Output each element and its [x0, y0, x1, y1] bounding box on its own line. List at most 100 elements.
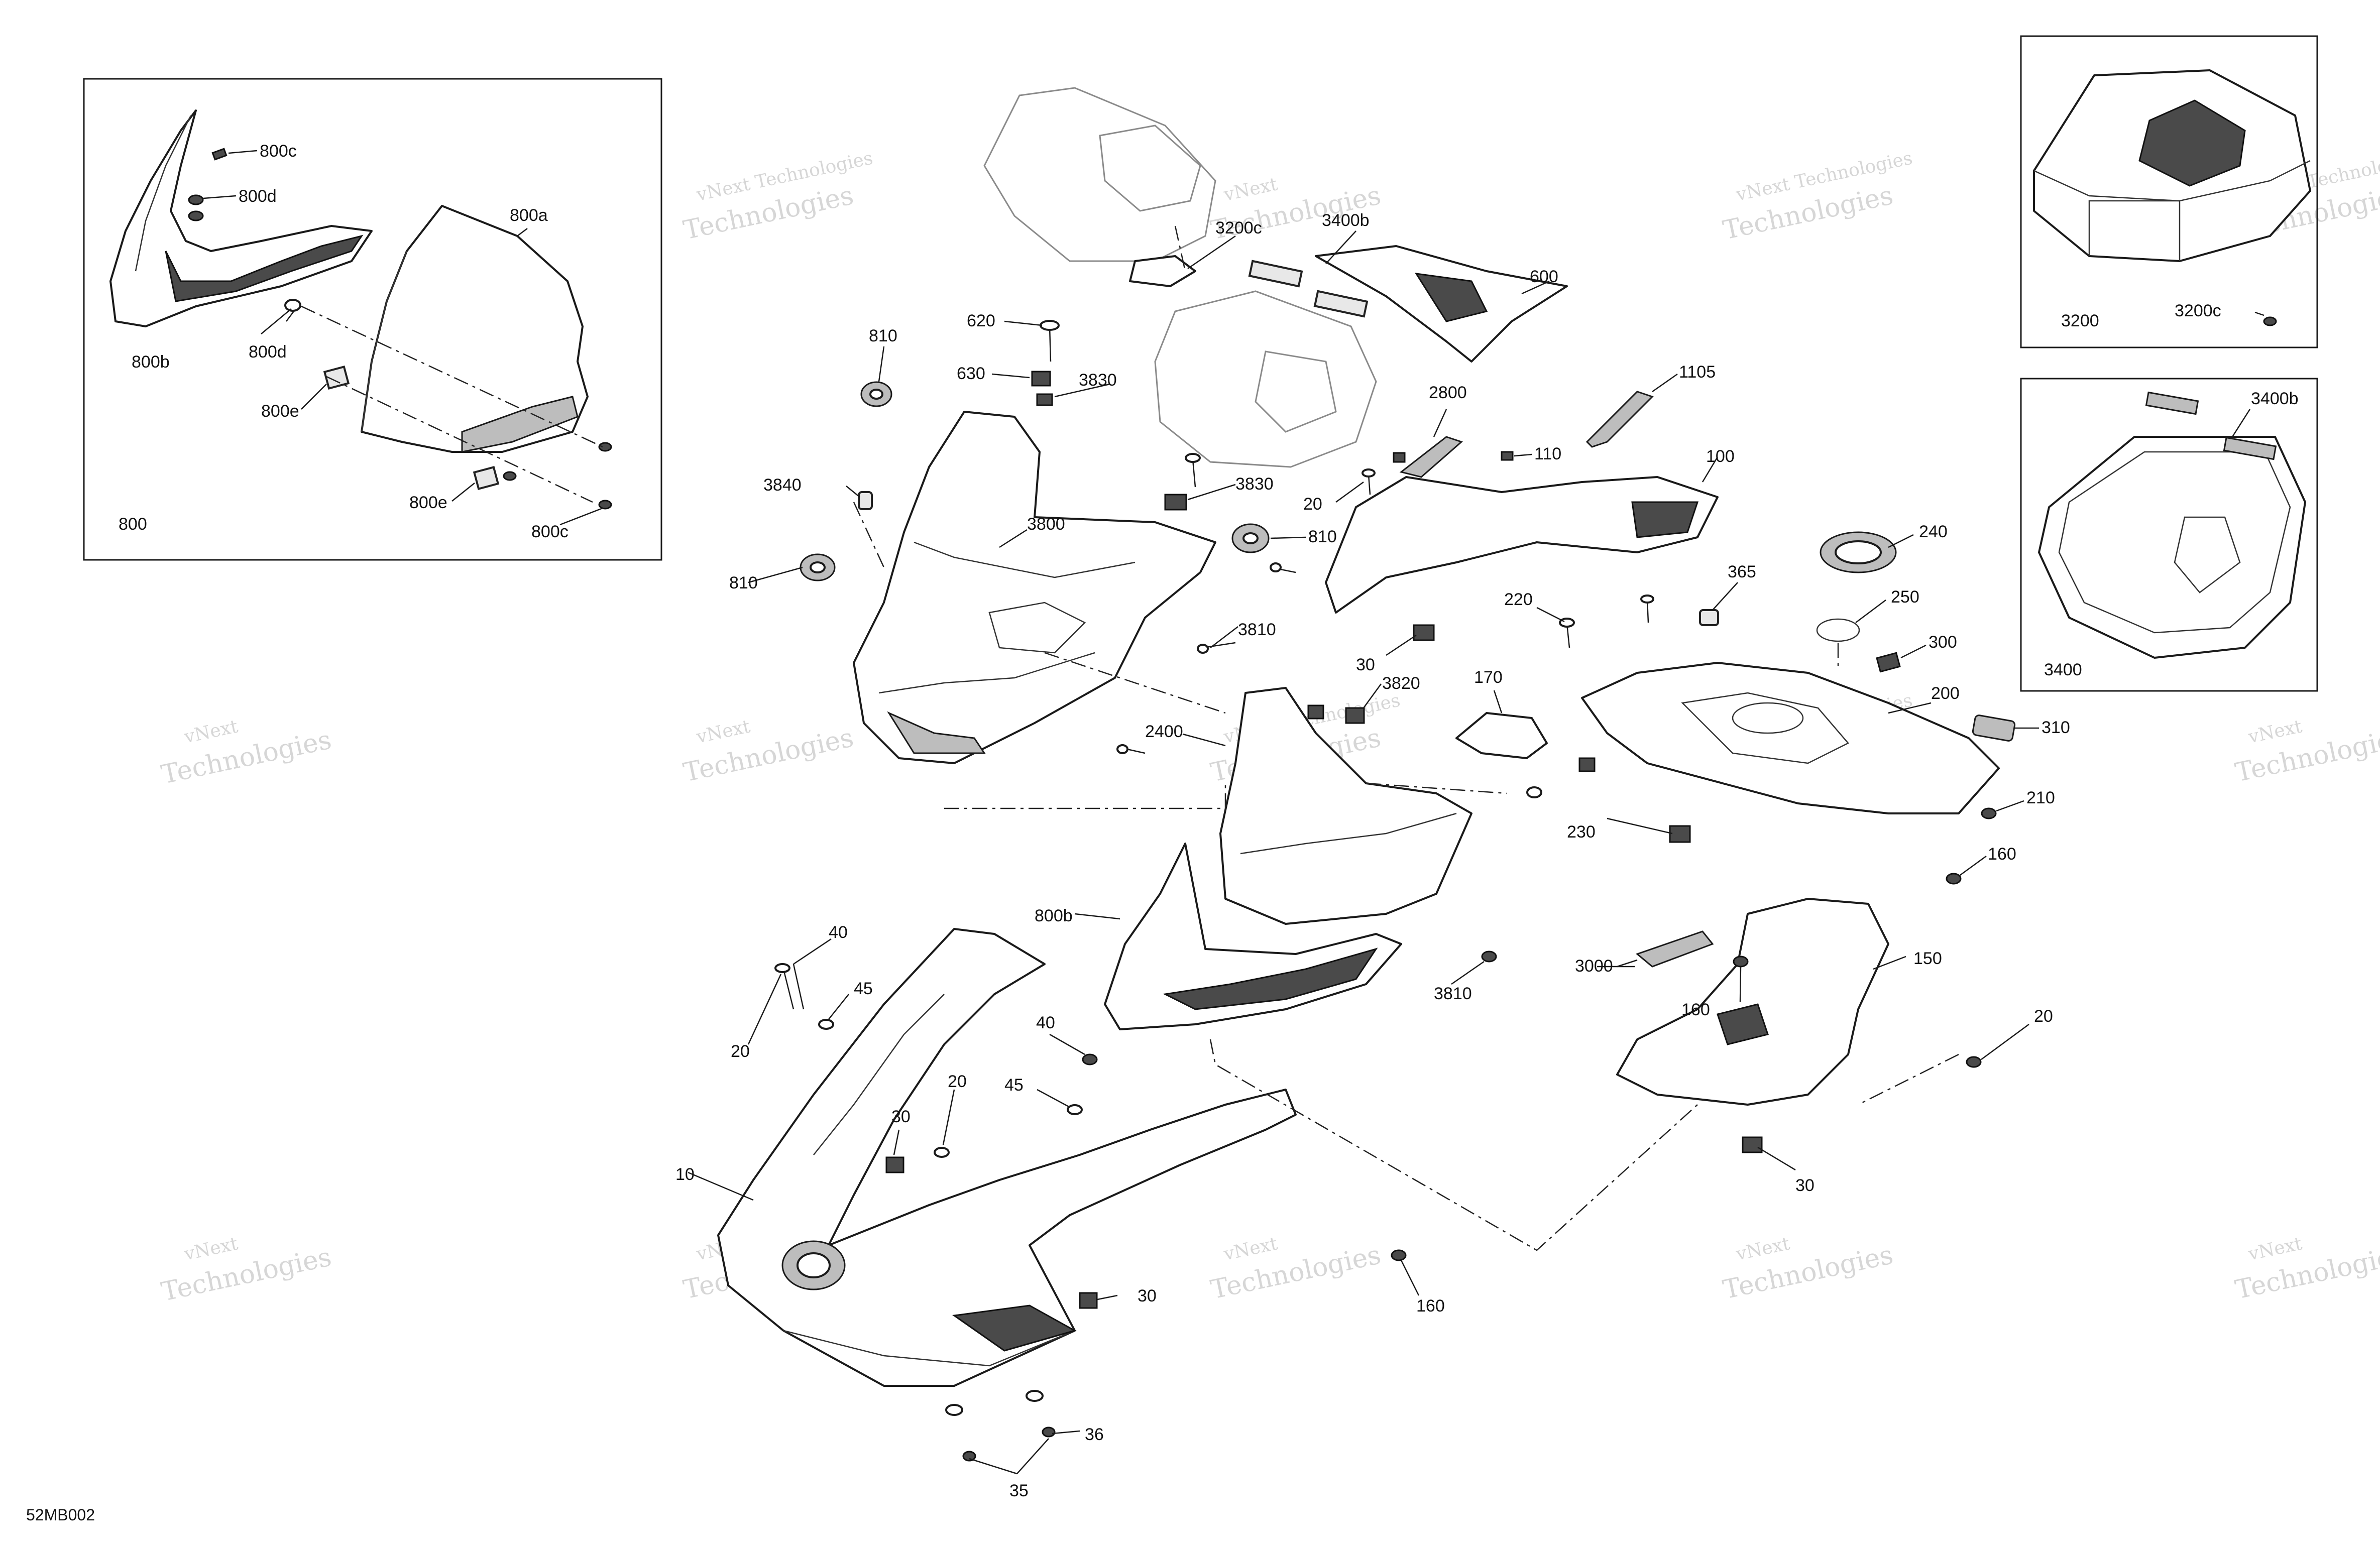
rubber-pad-icon	[1248, 260, 1303, 288]
assembly-line	[1044, 652, 1226, 714]
leader-line	[1900, 644, 1926, 659]
clip-nut-icon	[1876, 652, 1901, 673]
leader-line	[1335, 481, 1364, 503]
leader-line	[1888, 702, 1932, 714]
callout-2800: 2800	[1429, 383, 1467, 402]
callout-150: 150	[1913, 949, 1942, 968]
trim-dark	[1631, 501, 1699, 538]
leader-line	[828, 994, 849, 1020]
fastener-icon	[1966, 1056, 1982, 1068]
leader-line	[1097, 1294, 1118, 1300]
headlight-fairing-part[interactable]	[853, 411, 1216, 764]
watermark: vNext Technologies Technologies	[681, 148, 875, 246]
callout-3200: 3200	[2061, 311, 2099, 330]
tray-part[interactable]	[2038, 436, 2306, 659]
callout-200: 200	[1931, 684, 1960, 703]
callout-100: 100	[1706, 447, 1735, 466]
windshield-edge	[361, 251, 408, 432]
fastener-icon	[1067, 1104, 1083, 1115]
inset-frame	[2020, 378, 2318, 692]
clip-nut-icon	[1345, 707, 1365, 724]
cover-vent	[2138, 99, 2246, 187]
fairing-detail	[914, 541, 1136, 578]
fastener-icon	[188, 194, 204, 205]
lower-fairing-10-part[interactable]	[717, 928, 1297, 1387]
leader-line	[1888, 534, 1914, 548]
callout-800c: 800c	[260, 142, 297, 161]
leader-line	[1607, 817, 1673, 835]
fastener-icon	[211, 148, 228, 161]
leader-line	[1049, 1033, 1085, 1055]
callout-2400: 2400	[1145, 722, 1183, 741]
panel-dark-insert	[1415, 273, 1488, 322]
fastener-icon	[1559, 618, 1575, 648]
rubber-pad-icon	[473, 465, 500, 491]
callout-110: 110	[1534, 444, 1561, 463]
front-panel-part[interactable]	[109, 109, 373, 327]
grommet-icon	[800, 553, 836, 581]
strip-1105-part[interactable]	[1585, 391, 1654, 448]
rubber-pad-icon	[323, 365, 350, 390]
inner-fairing-2400-part[interactable]	[1219, 687, 1472, 925]
leader-line	[688, 1171, 754, 1201]
watermark-text: vNext	[1734, 1233, 1792, 1265]
callout-45: 45	[854, 979, 873, 998]
callout-3840: 3840	[763, 476, 802, 495]
leader-line	[1536, 607, 1565, 623]
fastener-icon	[934, 1147, 950, 1158]
leader-line	[1757, 1146, 1796, 1171]
bracket-170-part[interactable]	[1455, 712, 1548, 759]
callout-3000: 3000	[1575, 957, 1613, 976]
fastener-icon	[1526, 786, 1542, 798]
fastener-icon	[1501, 451, 1514, 461]
leader-line	[517, 228, 528, 236]
grommet-icon	[1231, 523, 1270, 553]
assembly-line	[1209, 1039, 1698, 1251]
tank-cover-200-part[interactable]	[1581, 662, 2000, 814]
inset-3200-cover: 3200 3200c	[2020, 35, 2318, 348]
rubber-pad-icon	[2145, 391, 2199, 415]
cover-edge	[2088, 200, 2181, 261]
assembly-line	[944, 783, 1226, 809]
leader-line	[1386, 634, 1417, 656]
fastener-icon	[774, 963, 795, 1010]
tray-inner	[2174, 516, 2241, 594]
leader-line	[748, 566, 803, 583]
callout-20: 20	[948, 1072, 967, 1091]
callout-220: 220	[1504, 590, 1533, 609]
callout-40: 40	[829, 923, 848, 942]
fastener-icon	[1116, 744, 1146, 754]
leader-line	[747, 974, 782, 1045]
clip-nut-icon	[1036, 393, 1053, 406]
leader-line	[1514, 453, 1532, 457]
bracket-part[interactable]	[1129, 255, 1196, 287]
fairing-dark	[952, 1304, 1077, 1352]
side-cover-150-part[interactable]	[1616, 898, 1889, 1106]
leader-line	[1270, 536, 1306, 539]
clip-nut-icon	[1413, 624, 1435, 641]
callout-160: 160	[1416, 1296, 1445, 1316]
panel-dark-trim	[165, 234, 364, 302]
trim-100-part[interactable]	[1325, 476, 1719, 614]
inset-800-windshield: 800c 800d 800a 800b 800d 800e 800e 800c …	[83, 78, 662, 561]
fastener-icon	[1578, 757, 1596, 772]
watermark: vNext Technologies	[2233, 1233, 2380, 1305]
fastener-icon	[1362, 468, 1376, 495]
badge-3000-part[interactable]	[1635, 930, 1714, 968]
grommet-icon	[1972, 715, 2016, 742]
callout-3400: 3400	[2044, 660, 2082, 679]
assembly-line	[1366, 782, 1507, 794]
clip-nut-icon	[1164, 494, 1187, 511]
fairing-detail	[783, 1330, 1075, 1367]
leader-line	[1521, 280, 1550, 295]
callout-160: 160	[1988, 845, 2016, 864]
strip-2800-part[interactable]	[1399, 436, 1463, 478]
assembly-line	[1174, 225, 1186, 272]
grommet-icon	[781, 1240, 846, 1290]
callout-800d: 800d	[239, 187, 277, 206]
fastener-icon	[1270, 562, 1296, 573]
front-panel-dark	[1163, 947, 1378, 1010]
clip-nut-icon	[1031, 371, 1051, 387]
leader-line	[846, 486, 860, 498]
